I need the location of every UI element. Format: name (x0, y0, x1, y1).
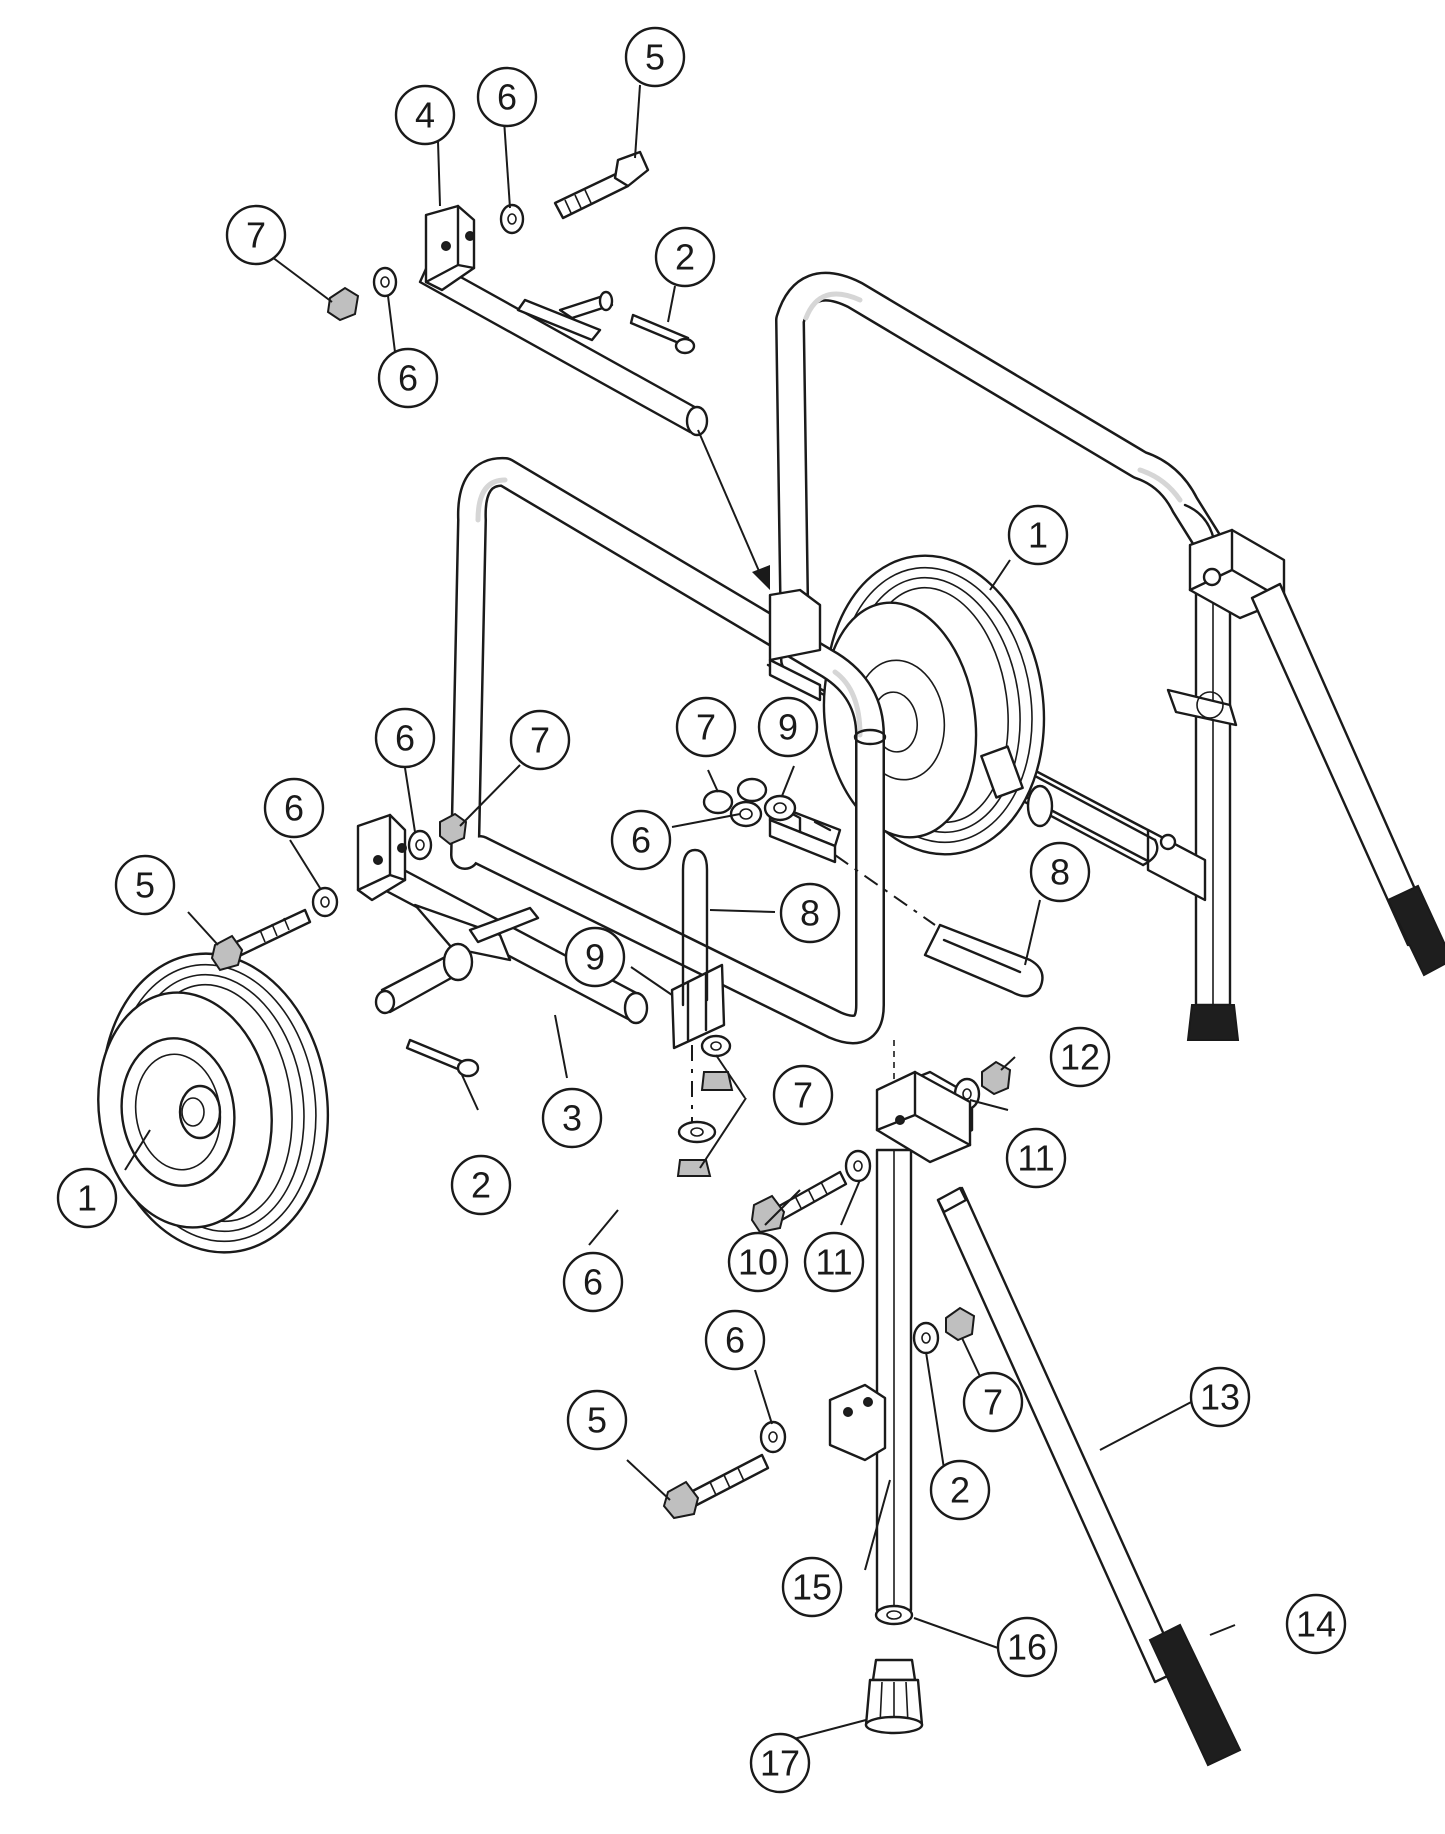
callout-9-lower: 9 (564, 926, 626, 988)
callout-16: 16 (996, 1616, 1058, 1678)
callout-label: 8 (800, 893, 820, 934)
callout-label: 1 (1028, 515, 1048, 556)
callout-5-top: 5 (624, 26, 686, 88)
front-side-bar (356, 813, 649, 1025)
callout-label: 7 (983, 1382, 1003, 1423)
callout-label: 7 (696, 707, 716, 748)
callout-8-right: 8 (1029, 841, 1091, 903)
rear-handle (1250, 582, 1445, 977)
callout-label: 1 (77, 1178, 97, 1219)
front-wheel (97, 952, 330, 1254)
callout-label: 5 (645, 37, 665, 78)
callout-label: 2 (675, 237, 695, 278)
callout-6-top-lower: 6 (377, 347, 439, 409)
callout-label: 7 (793, 1075, 813, 1116)
callout-7-top: 7 (225, 204, 287, 266)
callout-6-left-a: 6 (374, 707, 436, 769)
callout-label: 4 (415, 95, 435, 136)
callout-label: 6 (284, 788, 304, 829)
callout-label: 14 (1296, 1604, 1336, 1645)
assembly-arrow (697, 429, 770, 590)
callout-label: 2 (471, 1165, 491, 1206)
leader-lines (124, 84, 1236, 1741)
callout-label: 12 (1060, 1037, 1100, 1078)
center-hardware (670, 777, 1044, 1177)
callout-6-center: 6 (610, 809, 672, 871)
callout-label: 17 (760, 1743, 800, 1784)
front-frame (450, 457, 887, 1045)
callout-7-center: 7 (675, 696, 737, 758)
callout-label: 3 (562, 1098, 582, 1139)
callout-2-lower: 2 (929, 1459, 991, 1521)
callout-3: 3 (541, 1087, 603, 1149)
callout-label: 7 (530, 720, 550, 761)
rear-frame (775, 271, 1286, 1041)
callout-6-bottom-center: 6 (562, 1251, 624, 1313)
callout-12: 12 (1049, 1026, 1111, 1088)
callout-6-left-b: 6 (263, 777, 325, 839)
callout-label: 16 (1007, 1627, 1047, 1668)
callout-10: 10 (727, 1231, 789, 1293)
callout-13: 13 (1189, 1366, 1251, 1428)
callout-4: 4 (394, 84, 456, 146)
callout-label: 9 (585, 937, 605, 978)
callout-label: 6 (583, 1262, 603, 1303)
callouts: 1 1 2 2 2 3 4 5 5 5 6 6 6 6 6 6 6 7 7 7 … (56, 26, 1347, 1794)
callout-label: 8 (1050, 852, 1070, 893)
callout-label: 5 (135, 865, 155, 906)
top-fasteners (326, 150, 696, 355)
callout-label: 15 (792, 1567, 832, 1608)
callout-label: 11 (815, 1242, 852, 1283)
callout-label: 9 (778, 707, 798, 748)
callout-5-left: 5 (114, 854, 176, 916)
callout-2-top: 2 (654, 226, 716, 288)
callout-label: 6 (725, 1320, 745, 1361)
front-handle (875, 1070, 1242, 1767)
callout-11-right: 11 (1005, 1127, 1067, 1189)
left-fasteners (210, 812, 480, 1078)
callout-17: 17 (749, 1732, 811, 1794)
callout-label: 10 (738, 1242, 778, 1283)
callout-label: 2 (950, 1470, 970, 1511)
callout-label: 5 (587, 1400, 607, 1441)
callout-label: 6 (395, 718, 415, 759)
callout-label: 6 (398, 358, 418, 399)
callout-label: 11 (1017, 1138, 1054, 1179)
callout-1-rear: 1 (1007, 504, 1069, 566)
callout-label: 7 (246, 215, 266, 256)
callout-15: 15 (781, 1556, 843, 1618)
callout-9-upper: 9 (757, 696, 819, 758)
top-side-bar (418, 204, 709, 437)
callout-7-lower: 7 (962, 1371, 1024, 1433)
callout-2-left: 2 (450, 1154, 512, 1216)
callout-6-lower: 6 (704, 1309, 766, 1371)
callout-7-left: 7 (509, 709, 571, 771)
callout-6-top: 6 (476, 66, 538, 128)
callout-5-lower: 5 (566, 1389, 628, 1451)
callout-label: 6 (497, 77, 517, 118)
callout-11-lower: 11 (803, 1231, 865, 1293)
callout-8-center: 8 (779, 882, 841, 944)
callout-7-lower-center: 7 (772, 1064, 834, 1126)
callout-1-front: 1 (56, 1167, 118, 1229)
callout-14: 14 (1285, 1593, 1347, 1655)
rear-wheel (822, 554, 1054, 856)
callout-label: 6 (631, 820, 651, 861)
callout-label: 13 (1200, 1377, 1240, 1418)
